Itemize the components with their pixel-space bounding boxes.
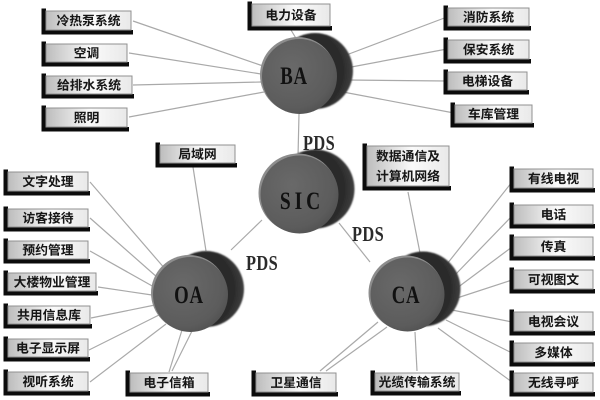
- svg-text:OA: OA: [174, 280, 204, 308]
- svg-text:PDS: PDS: [246, 252, 278, 275]
- svg-text:PDS: PDS: [303, 132, 335, 155]
- svg-text:BA: BA: [280, 61, 308, 89]
- svg-text:PDS: PDS: [352, 223, 384, 246]
- svg-text:SIC: SIC: [280, 187, 324, 215]
- svg-text:CA: CA: [392, 280, 421, 308]
